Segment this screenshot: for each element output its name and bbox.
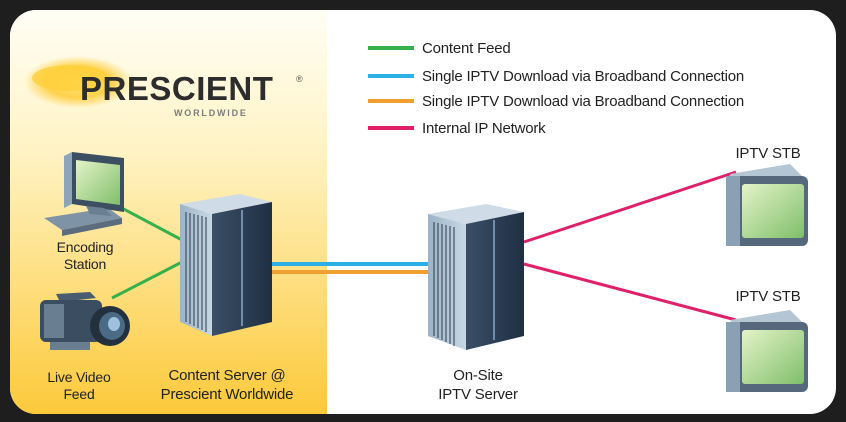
content-server-icon <box>180 194 272 336</box>
label-stb-top: IPTV STB <box>735 145 801 162</box>
legend-item-broadband-orange: Single IPTV Download via Broadband Conne… <box>368 91 744 111</box>
legend-label: Content Feed <box>422 39 511 57</box>
onsite-server-icon <box>428 204 524 350</box>
encoding-station-icon <box>44 152 124 236</box>
video-camera-icon <box>40 292 130 350</box>
prescient-logo-word: PRESCIENT <box>80 70 274 107</box>
stb-tv-bottom-icon <box>726 310 808 392</box>
legend-item-internal-ip: Internal IP Network <box>368 118 546 138</box>
legend-swatch-orange <box>368 99 414 103</box>
prescient-logo-sub: WORLDWIDE <box>174 108 248 118</box>
legend-label: Internal IP Network <box>422 119 546 137</box>
connections <box>111 170 737 322</box>
logo-registered-mark: ® <box>296 74 303 84</box>
legend-item-content-feed: Content Feed <box>368 38 511 58</box>
link-encoding-to-server <box>117 204 183 242</box>
legend-label: Single IPTV Download via Broadband Conne… <box>422 92 745 110</box>
label-stb-bottom: IPTV STB <box>735 288 801 305</box>
legend-item-broadband-blue: Single IPTV Download via Broadband Conne… <box>368 66 744 86</box>
link-lan-bottom <box>523 262 737 322</box>
link-lan-top <box>523 170 737 244</box>
legend-swatch-blue <box>368 74 414 78</box>
label-encoding-station: Encoding Station <box>56 239 114 272</box>
legend-label: Single IPTV Download via Broadband Conne… <box>422 67 745 85</box>
stb-tv-top-icon <box>726 164 808 246</box>
label-onsite-server: On-Site IPTV Server <box>438 367 518 403</box>
link-camera-to-server <box>111 260 183 300</box>
label-live-video-feed: Live Video Feed <box>47 369 111 402</box>
label-content-server: Content Server @ Prescient Worldwide <box>160 367 294 403</box>
legend-swatch-magenta <box>368 126 414 130</box>
legend-swatch-green <box>368 46 414 50</box>
